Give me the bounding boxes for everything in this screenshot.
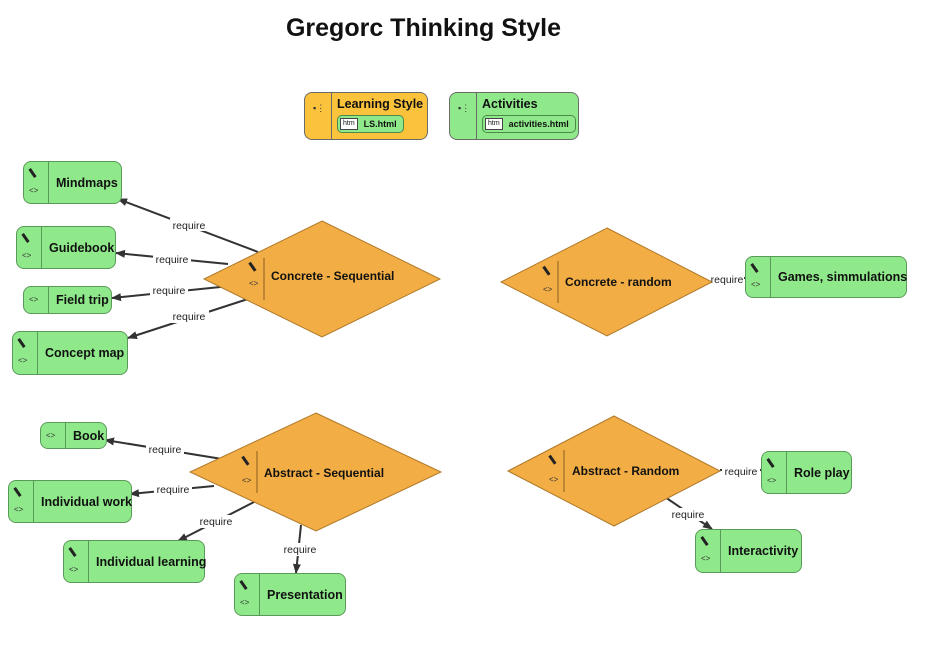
style-label: Concrete - Sequential [271,269,394,283]
style-label: Concrete - random [565,275,672,289]
label-require: require [156,254,189,266]
list-icon: ▪⋮ [458,103,471,113]
code-icon: <> [767,476,777,485]
file-name: LS.html [363,119,397,129]
activity-label: Mindmaps [56,175,118,190]
activity-label: Individual work [41,494,132,509]
code-icon: <> [69,565,79,574]
activity-label: Concept map [45,346,125,360]
activity-node-guidebook[interactable]: <> Guidebook [16,226,116,269]
activity-label: Role play [794,465,850,480]
label-require: require [711,274,744,286]
code-icon: <> [751,280,761,289]
activity-label: Presentation [267,587,343,602]
style-label: Abstract - Random [572,464,679,478]
pen-icon [766,458,775,468]
pen-icon [68,547,77,557]
activity-node-role-play[interactable]: <> Role play [761,451,852,494]
activity-label: Interactivity [728,544,799,558]
style-node-abstract-random[interactable] [506,415,722,527]
label-require: require [173,311,206,323]
code-icon: <> [29,186,39,195]
activity-label: Games, simmulations [778,270,908,284]
activity-node-field-trip[interactable]: <> Field trip [23,286,112,314]
svg-text:<>: <> [242,476,252,485]
style-node-abstract-sequential[interactable] [188,412,443,532]
svg-text:<>: <> [249,279,259,288]
label-require: require [153,285,186,297]
file-name: activities.html [508,119,569,129]
style-node-concrete-random[interactable] [499,227,714,337]
activity-label: Book [73,428,105,443]
activity-node-interactivity[interactable]: <> Interactivity [695,529,802,573]
code-icon: <> [22,251,32,260]
code-icon: <> [701,554,711,563]
code-icon: <> [240,598,250,607]
legend-icon-column: ▪⋮ [305,93,332,139]
activity-node-concept-map[interactable]: <> Concept map [12,331,128,375]
label-require: require [725,466,758,478]
code-icon: <> [14,505,24,514]
code-icon: <> [29,295,39,304]
code-icon: <> [46,431,56,440]
legend-title: Learning Style [337,97,424,111]
legend-icon-column: ▪⋮ [450,93,477,139]
pen-icon [750,263,759,273]
label-require: require [157,484,190,496]
svg-text:<>: <> [543,285,553,294]
style-label: Abstract - Sequential [264,466,384,480]
activity-label: Individual learning [96,554,207,569]
label-require: require [284,544,317,556]
diagram-title: Gregorc Thinking Style [285,14,562,42]
svg-text:<>: <> [549,475,559,484]
legend-learning-style[interactable]: ▪⋮ Learning Style htm LS.html [304,92,428,140]
pen-icon [17,338,26,348]
list-icon: ▪⋮ [313,103,326,113]
pen-icon [13,487,22,497]
label-require: require [173,220,206,232]
pen-icon [21,233,30,243]
activity-node-presentation[interactable]: <> Presentation [234,573,346,616]
label-require: require [672,509,705,521]
label-require: require [149,444,182,456]
activity-node-games-simmulations[interactable]: <> Games, simmulations [745,256,907,298]
activity-label: Field trip [56,293,109,307]
activity-node-individual-learning[interactable]: <> Individual learning [63,540,207,583]
style-node-concrete-sequential[interactable] [202,220,442,338]
legend-activities[interactable]: ▪⋮ Activities htm activities.html [449,92,579,140]
activity-node-mindmaps[interactable]: <> Mindmaps [23,161,122,204]
html-file-icon: htm [485,118,503,130]
pen-icon [28,168,37,178]
file-link[interactable]: htm LS.html [337,115,404,133]
label-require: require [200,516,233,528]
file-link[interactable]: htm activities.html [482,115,576,133]
activity-node-book[interactable]: <> Book [40,422,107,449]
pen-icon [239,580,248,590]
activity-label: Guidebook [49,240,115,255]
legend-title: Activities [482,97,538,111]
pen-icon [700,536,709,546]
code-icon: <> [18,356,28,365]
activity-node-individual-work[interactable]: <> Individual work [8,480,132,523]
html-file-icon: htm [340,118,358,130]
